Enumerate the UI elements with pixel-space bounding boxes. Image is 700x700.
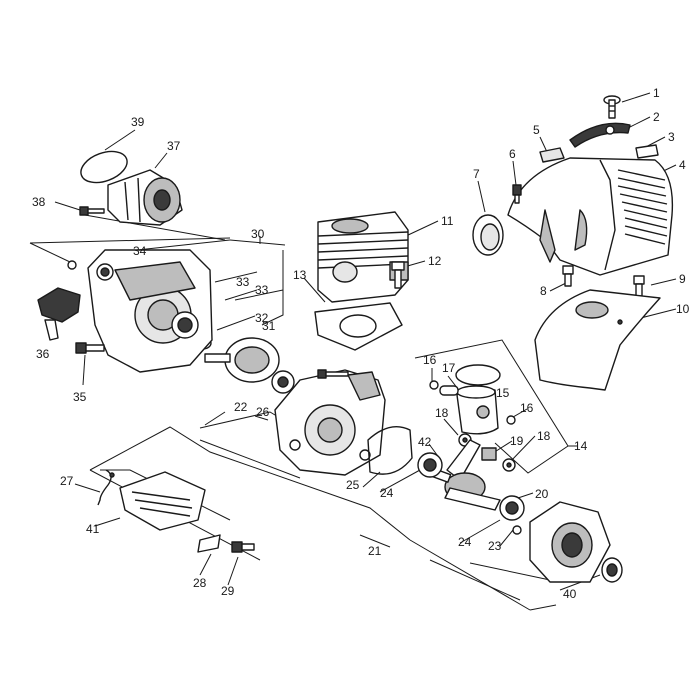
callout-8: 8 [540,284,547,298]
part-26-crankcase [274,369,386,476]
callout-18-b: 18 [537,429,551,443]
part-6-screw [512,184,522,204]
callout-36: 36 [36,347,50,361]
callout-37: 37 [167,139,181,153]
callout-14: 14 [574,439,588,453]
callout-11: 11 [441,214,454,228]
callout-22: 22 [234,400,248,414]
callout-41: 41 [86,522,100,536]
part-41-cover [119,471,206,531]
callout-28: 28 [193,576,207,590]
part-4-cylinder-cover [507,157,674,276]
callout-13: 13 [293,268,307,282]
callout-24-b: 24 [458,535,472,549]
callout-38: 38 [32,195,46,209]
callout-39: 39 [131,115,145,129]
part-39-spring-ring [80,150,128,184]
callout-labels: 1 2 3 4 5 6 7 8 9 10 11 12 13 14 15 16 1… [32,86,690,601]
part-42-bearing [417,452,443,478]
callout-18-a: 18 [435,406,449,420]
part-17-piston [456,385,499,435]
part-31-clutch-drum [204,337,280,383]
callout-5: 5 [533,123,540,137]
callout-27: 27 [60,474,74,488]
part-piston-pin [439,385,459,396]
part-13-gasket [314,302,403,351]
callout-25: 25 [346,478,360,492]
part-10-muffler-cover [534,289,661,391]
callout-40: 40 [563,587,577,601]
part-29-bolt [231,541,255,553]
part-23-oil-seal [512,525,522,535]
callout-1: 1 [653,86,660,100]
callout-3: 3 [668,130,675,144]
callout-33-a: 33 [236,275,250,289]
callout-6: 6 [509,147,516,161]
callout-19: 19 [510,434,524,448]
part-1-screw [603,95,621,119]
callout-35: 35 [73,390,87,404]
part-22-bolt [317,369,349,379]
part-5-decal [539,147,565,163]
callout-4: 4 [679,158,686,172]
callout-29: 29 [221,584,235,598]
part-9-screw [633,275,645,297]
part-7-grommet [472,214,504,256]
callout-20: 20 [535,487,549,501]
part-37-clutch-shoe [107,169,183,226]
callout-9: 9 [679,272,686,286]
part-2-plate [569,122,631,148]
part-40-crankcase-cover [529,501,623,583]
part-crank-bearing [499,495,525,521]
callout-2: 2 [653,110,660,124]
callout-33-b: 33 [255,283,269,297]
part-15-piston-ring [455,364,501,386]
callout-7: 7 [473,167,480,181]
part-30-clutch-housing [87,249,213,373]
part-36-cable-holder [37,287,81,341]
part-24-bearing [271,370,295,394]
callout-15: 15 [496,386,510,400]
callout-24-a: 24 [380,486,394,500]
part-19-needle-bearing [481,447,497,461]
part-12-bolt [391,261,405,289]
callout-23: 23 [488,539,502,553]
callout-21: 21 [368,544,382,558]
part-38-screw [79,206,105,216]
callout-26: 26 [256,405,270,419]
callout-12: 12 [428,254,442,268]
part-16-clip [429,380,516,425]
callout-10: 10 [676,302,690,316]
part-11-cylinder [317,211,409,303]
callout-32: 32 [255,311,269,325]
callout-34: 34 [133,244,147,258]
part-34-o-ring [67,260,77,270]
part-3-label [635,144,659,159]
callout-42: 42 [418,435,432,449]
part-8-screw [562,265,574,287]
part-25-gasket [367,426,413,475]
callout-30: 30 [251,227,265,241]
callout-31: 31 [262,319,276,333]
callout-16-b: 16 [520,401,534,415]
part-27-spring [97,469,115,506]
part-28-shim [197,534,221,553]
callout-16-a: 16 [423,353,437,367]
part-35-bolt [75,342,105,354]
callout-17: 17 [442,361,456,375]
